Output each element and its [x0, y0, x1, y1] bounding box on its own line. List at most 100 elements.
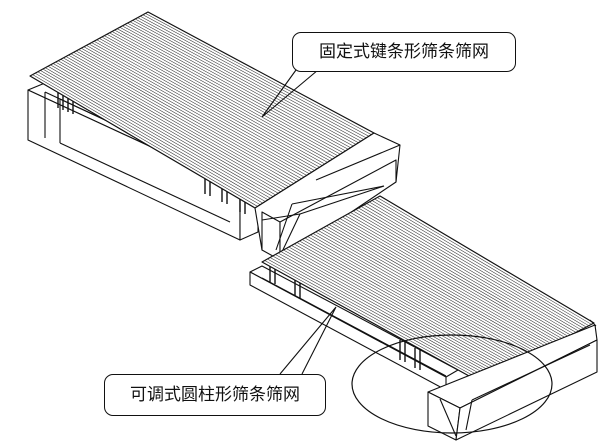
grating-bar	[70, 53, 297, 183]
grating-bar	[42, 68, 269, 201]
grating-bar	[68, 54, 294, 184]
lower-discharge-chute	[427, 319, 598, 441]
grating-bar	[342, 216, 558, 343]
grating-bar	[272, 255, 491, 377]
grating-bar	[336, 219, 553, 345]
grating-bar	[320, 228, 538, 353]
grating-bar	[34, 72, 261, 205]
grating-bar	[63, 57, 289, 188]
grating-bar	[377, 197, 592, 325]
lower-grating-bars	[264, 197, 592, 381]
grating-bar	[369, 201, 584, 329]
detail-highlight-ellipse	[351, 334, 553, 434]
grating-bar	[132, 20, 359, 144]
grating-bar	[347, 213, 564, 340]
grating-bar	[109, 32, 336, 158]
grating-bar	[326, 225, 543, 351]
grating-bar	[86, 45, 313, 173]
grating-bar	[310, 234, 527, 359]
grating-bar	[93, 40, 320, 168]
grating-bar	[140, 15, 367, 139]
grating-bar	[304, 237, 522, 361]
grating-bar	[374, 198, 589, 326]
grating-bar	[283, 249, 501, 372]
grating-bar	[50, 64, 276, 196]
grating-bar	[307, 236, 525, 360]
grating-bar	[275, 254, 494, 376]
grating-bar	[73, 52, 300, 181]
grating-bar	[350, 212, 566, 339]
grating-bar	[277, 252, 496, 375]
grating-bar	[294, 243, 512, 367]
grating-bar	[353, 210, 569, 337]
grating-bar	[280, 251, 499, 373]
grating-bar	[137, 17, 364, 140]
lower-screen-assembly	[249, 195, 598, 441]
grating-bar	[318, 230, 535, 355]
grating-bar	[99, 38, 325, 165]
grating-bar	[358, 207, 574, 334]
grating-bar	[288, 246, 507, 369]
grating-bar	[296, 242, 514, 365]
callout-fixed-key-bar-screen: 固定式键条形筛条筛网	[292, 32, 516, 72]
grating-bar	[111, 31, 338, 157]
grating-bar	[47, 66, 274, 197]
grating-bar	[344, 215, 561, 341]
grating-bar	[127, 22, 354, 147]
grating-bar	[65, 56, 292, 186]
grating-bar	[145, 13, 372, 135]
grating-bar	[117, 28, 344, 153]
grating-bar	[366, 203, 582, 330]
upper-grating-bars	[32, 13, 372, 207]
grating-bar	[334, 221, 551, 347]
grating-bar	[315, 231, 532, 356]
grating-bar	[96, 39, 323, 166]
grating-bar	[40, 70, 266, 202]
grating-bar	[55, 61, 282, 192]
grating-bar	[122, 25, 349, 150]
grating-bar	[361, 206, 577, 333]
callout-adjustable-cylindrical-bar-screen: 可调式圆柱形筛条筛网	[104, 374, 326, 416]
grating-bar	[91, 42, 318, 170]
grating-bar	[88, 43, 315, 171]
grating-bar	[124, 24, 351, 148]
grating-bar	[60, 59, 287, 189]
grating-bar	[52, 63, 279, 194]
leader-top	[261, 69, 319, 118]
grating-bar	[32, 74, 258, 207]
grating-bar	[76, 50, 302, 179]
grating-bar	[328, 224, 545, 349]
grating-bar	[371, 200, 587, 328]
callout-top-label: 固定式键条形筛条筛网	[319, 41, 489, 62]
grating-bar	[285, 248, 504, 371]
grating-bar	[37, 71, 263, 204]
grating-bar	[135, 18, 362, 142]
grating-bar	[114, 29, 341, 155]
grating-bar	[83, 46, 310, 175]
callout-bottom-label: 可调式圆柱形筛条筛网	[130, 384, 300, 405]
upper-discharge-chute	[254, 132, 401, 261]
grating-bar	[129, 21, 357, 145]
grating-bar	[81, 47, 307, 176]
grating-bar	[339, 218, 556, 344]
grating-bar	[45, 67, 271, 199]
grating-bar	[58, 60, 284, 191]
grating-bar	[355, 209, 571, 336]
grating-bar	[363, 204, 579, 332]
grating-bar	[291, 245, 509, 368]
grating-bar	[302, 239, 520, 363]
leader-bottom	[279, 306, 337, 375]
callout-leaders	[261, 69, 337, 375]
grating-bar	[119, 27, 346, 152]
grating-bar	[101, 36, 328, 163]
grating-bar	[142, 14, 369, 137]
grating-bar	[331, 222, 548, 348]
grating-bar	[106, 34, 333, 160]
grating-bar	[264, 260, 483, 381]
grating-bar	[299, 240, 517, 364]
grating-bar	[267, 258, 486, 380]
grating-bar	[104, 35, 331, 161]
grating-bar	[312, 233, 530, 357]
grating-bar	[323, 227, 540, 352]
